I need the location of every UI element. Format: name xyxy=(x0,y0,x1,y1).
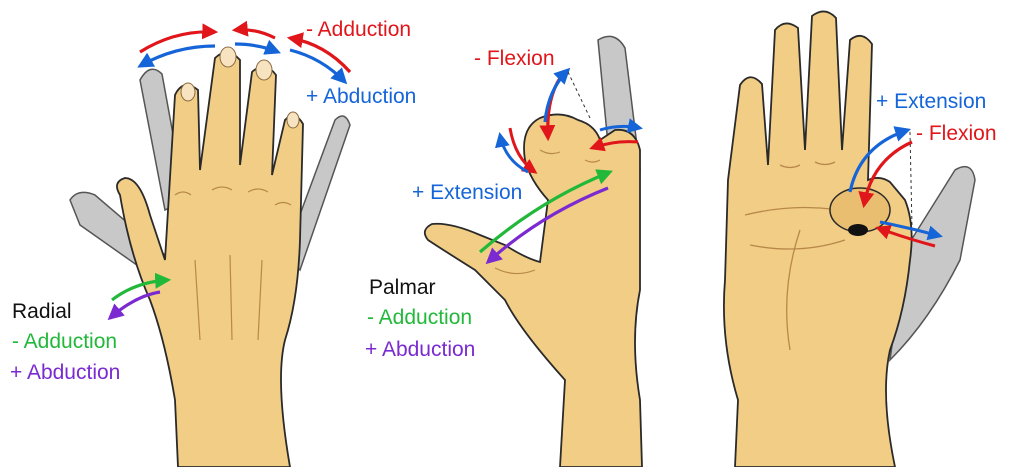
dorsal-abduction-arrow-1 xyxy=(140,46,215,66)
dorsal-abduction-arrow-2 xyxy=(235,44,278,52)
palmar-abduction-label: + Abduction xyxy=(365,338,475,362)
dorsal-hand-shape xyxy=(117,52,303,467)
radial-abduction-label: + Abduction xyxy=(10,361,120,385)
dorsal-adduction-arrow-1 xyxy=(140,32,215,52)
lateral-extension-label: + Extension xyxy=(412,181,522,205)
lateral-reference-line xyxy=(568,72,590,118)
palm-hand xyxy=(724,11,975,467)
dorsal-adduction-arrow-3 xyxy=(290,38,350,72)
palmar-adduction-label: - Adduction xyxy=(367,306,472,330)
thumb-tip-shadow xyxy=(848,224,868,236)
palm-reference-line xyxy=(910,132,912,228)
dorsal-adduction-arrow-2 xyxy=(235,30,275,38)
radial-adduction-label: - Adduction xyxy=(12,330,117,354)
dorsal-abduction-label: + Abduction xyxy=(306,85,416,109)
palmar-title: Palmar xyxy=(369,276,436,300)
palm-flexion-label: - Flexion xyxy=(916,122,997,146)
lateral-hand xyxy=(425,36,642,467)
radial-title: Radial xyxy=(12,300,72,324)
dorsal-adduction-label: - Adduction xyxy=(306,18,411,42)
lateral-hand-shape xyxy=(425,114,642,467)
palm-extension-label: + Extension xyxy=(876,90,986,114)
palm-hand-shape xyxy=(724,11,912,467)
lateral-flexion-label: - Flexion xyxy=(474,47,555,71)
dorsal-abduction-arrow-3 xyxy=(290,50,345,82)
